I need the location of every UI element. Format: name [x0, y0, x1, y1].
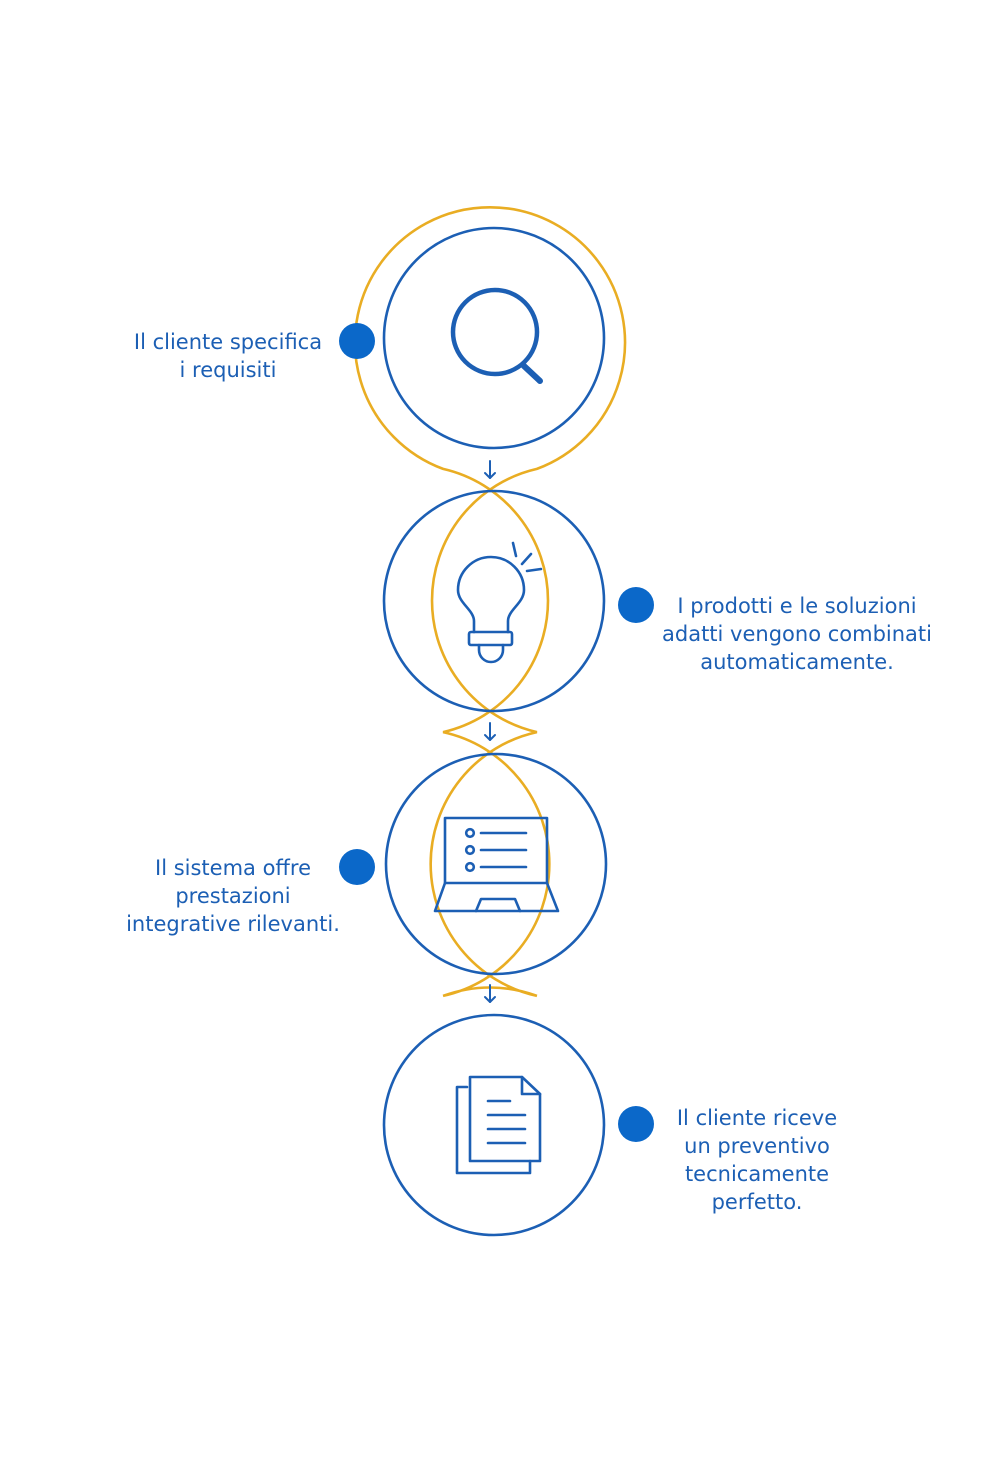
arrow-down-icon [484, 722, 496, 741]
step-2-line: automaticamente. [700, 650, 894, 674]
step-4-line: perfetto. [711, 1190, 803, 1214]
step-4-circle [382, 1013, 606, 1237]
step-2-text: I prodotti e le soluzioni adatti vengono… [644, 592, 950, 676]
step-4-line: tecnicamente [684, 1162, 830, 1186]
step-4-line: Il cliente riceve [676, 1106, 838, 1130]
step-3-dot [339, 849, 375, 885]
step-3-line: Il sistema offre [155, 856, 311, 880]
step-2-circle [382, 489, 606, 713]
arrow-down-icon [484, 984, 496, 1003]
lightbulb-icon [456, 541, 543, 664]
step-1-text: Il cliente specifica i requisiti [110, 328, 346, 384]
step-3-line: prestazioni [175, 884, 291, 908]
outer-contour [353, 206, 627, 998]
step-4-dot [618, 1106, 654, 1142]
arrow-down-icon [484, 460, 496, 479]
step-3-line: integrative rilevanti. [126, 912, 340, 936]
step-2-line: I prodotti e le soluzioni [677, 594, 917, 618]
step-1-line: i requisiti [179, 358, 277, 382]
step-4-line: un preventivo [684, 1134, 830, 1158]
magnifier-icon [450, 287, 543, 384]
step-1-line: Il cliente specifica [133, 330, 323, 354]
laptop-icon [433, 816, 560, 913]
document-icon [455, 1075, 542, 1175]
step-1-dot [339, 323, 375, 359]
step-2-line: adatti vengono combinati [662, 622, 932, 646]
step-3-text: Il sistema offre prestazioni integrative… [108, 854, 358, 938]
step-1-circle [382, 226, 606, 450]
step-3-circle [384, 752, 608, 976]
step-4-text: Il cliente riceve un preventivo tecnicam… [650, 1104, 864, 1216]
step-2-dot [618, 587, 654, 623]
